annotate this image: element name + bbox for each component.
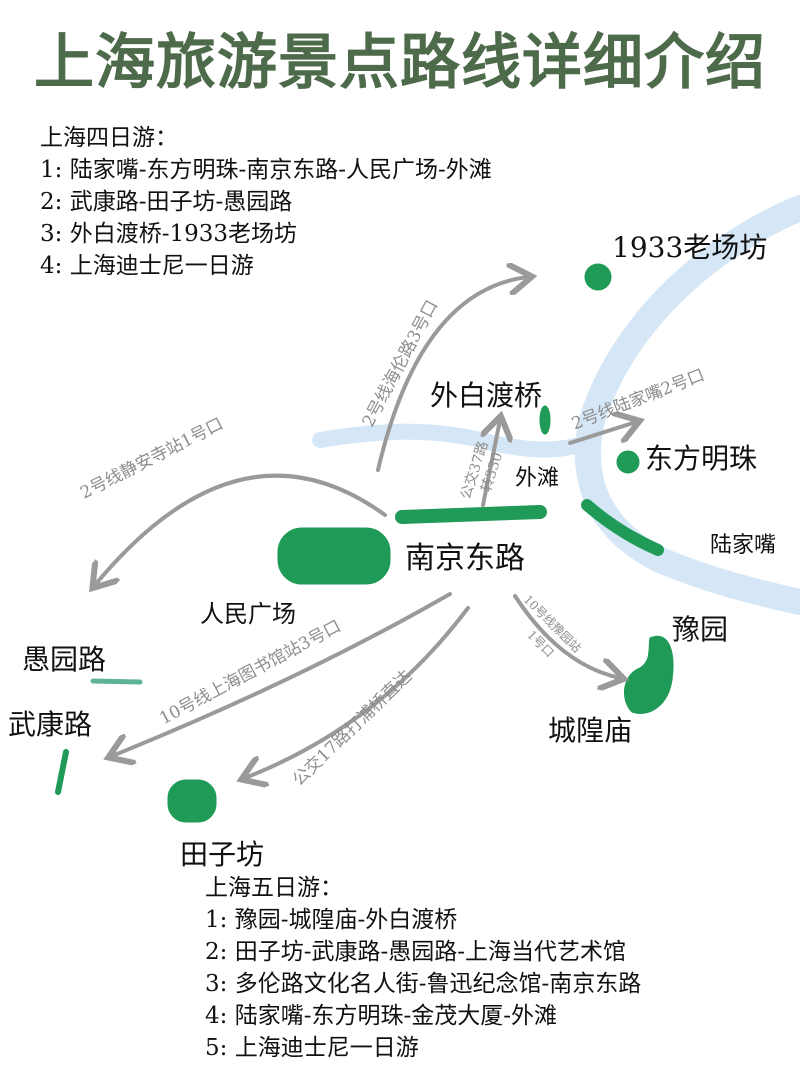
yuyuanlu-marker bbox=[90, 678, 143, 685]
place-yuyuan: 豫园 bbox=[672, 613, 729, 646]
nanjing-marker bbox=[395, 505, 547, 524]
lujiazui-marker bbox=[581, 499, 664, 556]
five-day-item: 3: 多伦路文化名人街-鲁迅纪念馆-南京东路 bbox=[205, 971, 642, 997]
waibaidu-marker bbox=[539, 405, 551, 435]
place-waibaidu: 外白渡桥 bbox=[430, 379, 543, 412]
five-day-item: 4: 陆家嘴-东方明珠-金茂大厦-外滩 bbox=[205, 1003, 558, 1029]
arrow-lujiazui bbox=[568, 422, 636, 445]
four-day-item: 3: 外白渡桥-1933老场坊 bbox=[40, 221, 297, 247]
four-day-item: 1: 陆家嘴-东方明珠-南京东路-人民广场-外滩 bbox=[40, 157, 492, 183]
five-day-itinerary: 上海五日游： 1: 豫园-城隍庙-外白渡桥 2: 田子坊-武康路-愚园路-上海当… bbox=[205, 872, 641, 1064]
arrow-hailun bbox=[376, 277, 528, 472]
five-day-heading: 上海五日游： bbox=[205, 875, 343, 901]
place-yuyuanlu: 愚园路 bbox=[22, 643, 107, 676]
arrow-library bbox=[112, 592, 452, 756]
four-day-item: 4: 上海迪士尼一日游 bbox=[40, 253, 254, 279]
place-nanjing: 南京东路 bbox=[405, 541, 525, 576]
place-renmin: 人民广场 bbox=[200, 600, 296, 628]
suzhou-creek bbox=[312, 423, 600, 458]
place-waitan: 外滩 bbox=[515, 466, 560, 491]
place-chenghuang: 城隍庙 bbox=[548, 714, 633, 747]
four-day-itinerary: 上海四日游： 1: 陆家嘴-东方明珠-南京东路-人民广场-外滩 2: 武康路-田… bbox=[40, 122, 492, 282]
five-day-item: 2: 田子坊-武康路-愚园路-上海当代艺术馆 bbox=[205, 939, 627, 965]
place-tianzifang: 田子坊 bbox=[180, 838, 265, 871]
place-dongfang: 东方明珠 bbox=[645, 442, 758, 475]
four-day-heading: 上海四日游： bbox=[40, 125, 178, 151]
four-day-item: 2: 武康路-田子坊-愚园路 bbox=[40, 189, 293, 215]
arrow-bus37 bbox=[483, 420, 500, 507]
tianzifang-marker bbox=[167, 779, 217, 823]
place-lujiazui: 陆家嘴 bbox=[710, 533, 777, 558]
place-laochangfang: 1933老场坊 bbox=[612, 231, 768, 264]
wukang-marker bbox=[55, 749, 69, 795]
renmin-marker bbox=[277, 527, 391, 585]
yuyuan-marker bbox=[624, 635, 674, 714]
huangpu-river bbox=[574, 195, 800, 615]
laochangfang-marker bbox=[584, 263, 612, 291]
five-day-item: 1: 豫园-城隍庙-外白渡桥 bbox=[205, 907, 458, 933]
arrow-yuyuan bbox=[513, 594, 620, 678]
place-wukang: 武康路 bbox=[8, 708, 93, 741]
arrow-jingan bbox=[95, 473, 387, 585]
arrow-bus17 bbox=[245, 606, 470, 778]
five-day-item: 5: 上海迪士尼一日游 bbox=[205, 1035, 419, 1061]
page-title: 上海旅游景点路线详细介绍 bbox=[34, 28, 766, 98]
dongfang-marker bbox=[616, 450, 640, 474]
